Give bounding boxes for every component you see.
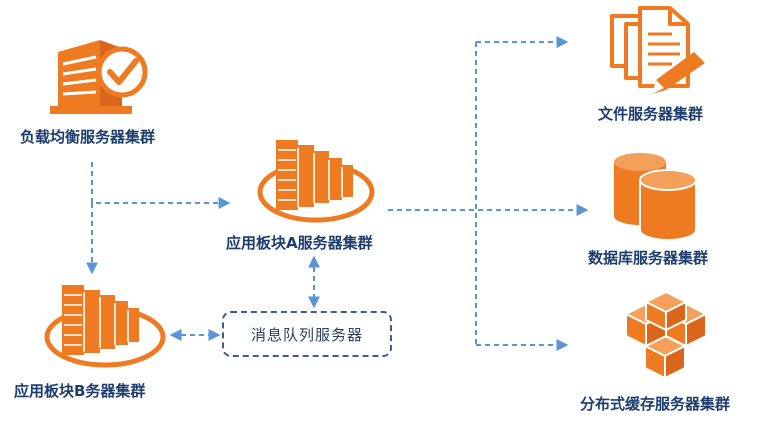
load-balancer-label: 负载均衡服务器集群 [20, 128, 156, 146]
cache-label: 分布式缓存服务器集群 [580, 395, 731, 413]
connectors [86, 36, 589, 351]
file-server-label: 文件服务器集群 [598, 105, 704, 123]
message-queue-label: 消息队列服务器 [250, 325, 363, 344]
connector-lb-to-a [91, 162, 231, 209]
stacked-cubes-icon [625, 291, 707, 379]
server-rack-icon [257, 140, 375, 223]
message-queue-box: 消息队列服务器 [222, 311, 392, 357]
document-edit-icon [610, 6, 705, 94]
server-rack-icon [44, 285, 166, 368]
building-check-icon [50, 40, 148, 114]
module-b-label: 应用板块B务器集群 [14, 382, 146, 400]
database-label: 数据库服务器集群 [588, 249, 709, 267]
module-a-label: 应用板块A服务器集群 [226, 234, 373, 252]
database-cylinders-icon [614, 153, 697, 241]
